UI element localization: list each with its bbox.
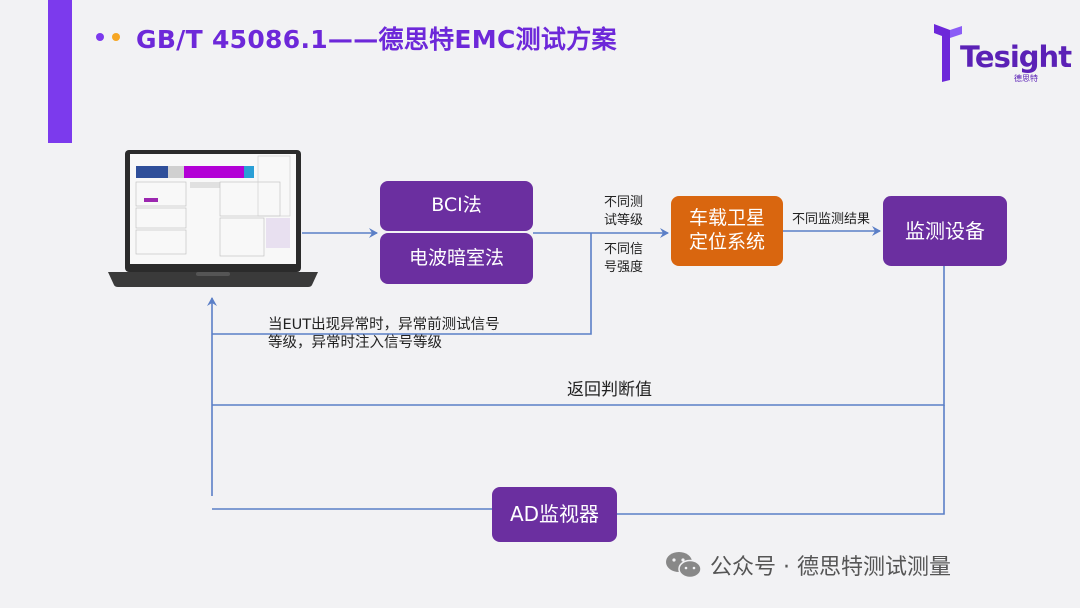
label-monitor-result: 不同监测结果	[792, 212, 871, 227]
node-bci-method: BCI法	[380, 181, 533, 231]
logo-text: Tesight	[960, 40, 1072, 74]
accent-bar	[48, 0, 72, 143]
wechat-icon	[666, 552, 702, 579]
logo-mark-icon	[934, 24, 962, 82]
label-eut-feedback: 当EUT出现异常时，异常前测试信号 等级，异常时注入信号等级	[268, 317, 500, 352]
logo-subtext: 德思特	[1014, 74, 1038, 83]
laptop-illustration	[108, 150, 318, 287]
title-dot-purple	[96, 33, 104, 41]
node-ad-monitor: AD监视器	[492, 487, 617, 542]
title-dot-orange	[112, 33, 120, 41]
label-signal-strength: 不同信 号强度	[604, 242, 644, 276]
footer-text: 公众号 · 德思特测试测量	[710, 555, 951, 580]
node-monitor-device: 监测设备	[883, 196, 1007, 266]
footer-watermark: 公众号 · 德思特测试测量	[664, 549, 951, 581]
label-return-value: 返回判断值	[567, 380, 652, 400]
node-vehicle-gnss: 车载卫星 定位系统	[671, 196, 783, 266]
brand-logo: Tesight 德思特	[930, 22, 1072, 86]
node-anechoic-chamber: 电波暗室法	[380, 233, 533, 284]
line-monitor-to-ad	[617, 405, 945, 515]
page-title: GB/T 45086.1——德思特EMC测试方案	[136, 25, 617, 54]
label-test-level: 不同测 试等级	[604, 195, 644, 229]
arrow-eut-feedback	[212, 233, 592, 335]
